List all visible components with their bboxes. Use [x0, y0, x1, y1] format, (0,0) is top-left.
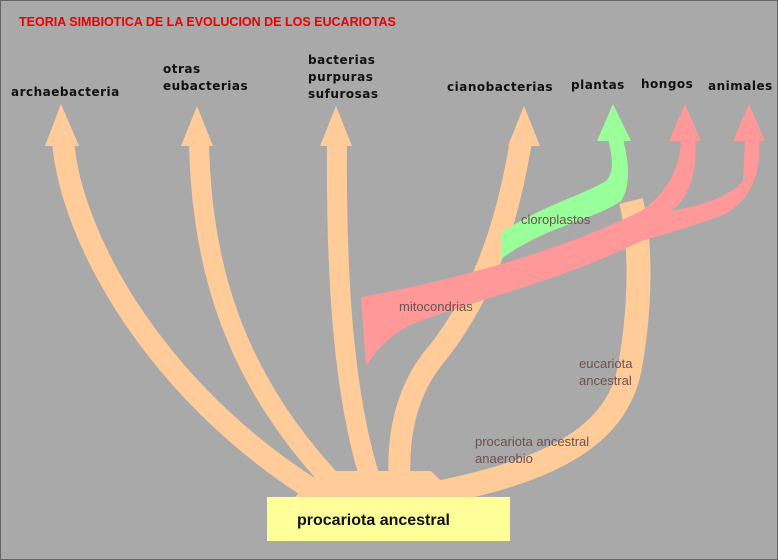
label-hongos: hongos	[641, 77, 693, 91]
label-eucariota: eucariota	[579, 356, 633, 371]
branch-bacterias-purpuras	[326, 140, 386, 500]
arrowhead-otras-eubacterias	[181, 106, 213, 146]
branch-otras-eubacterias	[189, 140, 354, 504]
arrowhead-archaebacteria	[45, 104, 79, 146]
label-archaebacteria: archaebacteria	[11, 85, 120, 99]
label-ancestral: ancestral	[579, 373, 632, 388]
root-label: procariota ancestral	[297, 512, 450, 529]
branch-eucariota-ancestral	[418, 198, 651, 508]
label-cloroplastos: cloroplastos	[521, 212, 591, 227]
branch-base	[291, 471, 461, 501]
branch-cianobacterias	[388, 139, 532, 498]
label-cianobacterias: cianobacterias	[447, 80, 553, 94]
label-sufurosas: sufurosas	[308, 87, 379, 101]
label-eubacterias: eubacterias	[163, 79, 248, 93]
diagram-title: TEORIA SIMBIOTICA DE LA EVOLUCION DE LOS…	[19, 15, 396, 29]
label-otras: otras	[163, 62, 201, 76]
label-anaerobio: anaerobio	[475, 451, 533, 466]
branch-mitocondrias	[361, 139, 760, 366]
arrowhead-cianobacterias	[508, 106, 540, 146]
branch-cloroplastos	[501, 139, 628, 259]
label-mitocondrias: mitocondrias	[399, 299, 473, 314]
arrowhead-animales	[733, 104, 765, 141]
label-purpuras: purpuras	[308, 70, 373, 84]
label-animales: animales	[708, 79, 773, 93]
arrowhead-plantas	[597, 104, 631, 141]
label-bacterias: bacterias	[308, 53, 375, 67]
label-procariota-ancestral: procariota ancestral	[475, 434, 589, 449]
root-box	[267, 497, 510, 541]
branch-archaebacteria	[52, 140, 337, 511]
arrowhead-bacterias-purpuras	[320, 106, 352, 146]
arrowhead-hongos	[669, 104, 701, 141]
label-plantas: plantas	[571, 78, 625, 92]
